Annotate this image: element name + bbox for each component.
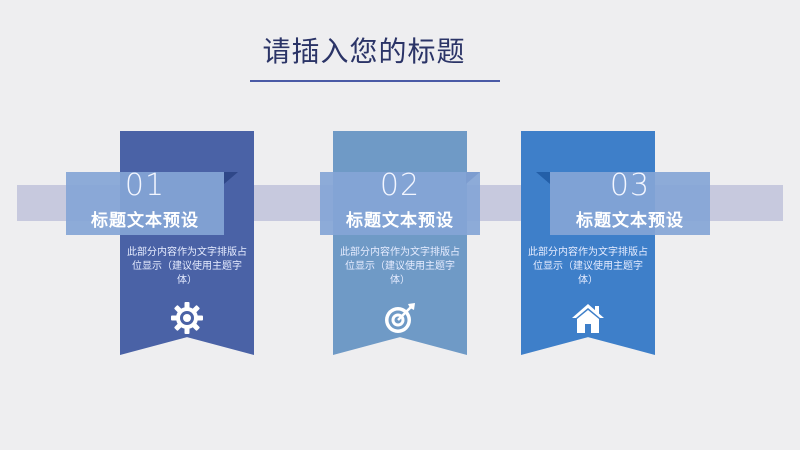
gear-icon [169, 300, 205, 336]
card-2-description: 此部分内容作为文字排版占位显示（建议使用主题字体） [340, 247, 460, 286]
slide-title: 请插入您的标题 [262, 35, 466, 68]
target-icon [382, 300, 418, 336]
card-2-number: 02 [379, 168, 421, 203]
card-3-number: 03 [609, 168, 651, 203]
card-1-fold [224, 172, 238, 184]
card-3-banner [550, 172, 710, 235]
card-1-heading: 标题文本预设 [91, 211, 199, 231]
card-1-description: 此部分内容作为文字排版占位显示（建议使用主题字体） [127, 247, 247, 286]
card-1-banner [66, 172, 224, 235]
card-3-heading: 标题文本预设 [576, 211, 684, 231]
card-1-number: 01 [124, 168, 166, 203]
card-2-banner [320, 172, 480, 235]
home-icon [570, 300, 606, 336]
card-3-description: 此部分内容作为文字排版占位显示（建议使用主题字体） [528, 247, 648, 286]
card-2-heading: 标题文本预设 [346, 211, 454, 231]
title-underline [250, 80, 500, 82]
card-3-fold [536, 172, 550, 184]
